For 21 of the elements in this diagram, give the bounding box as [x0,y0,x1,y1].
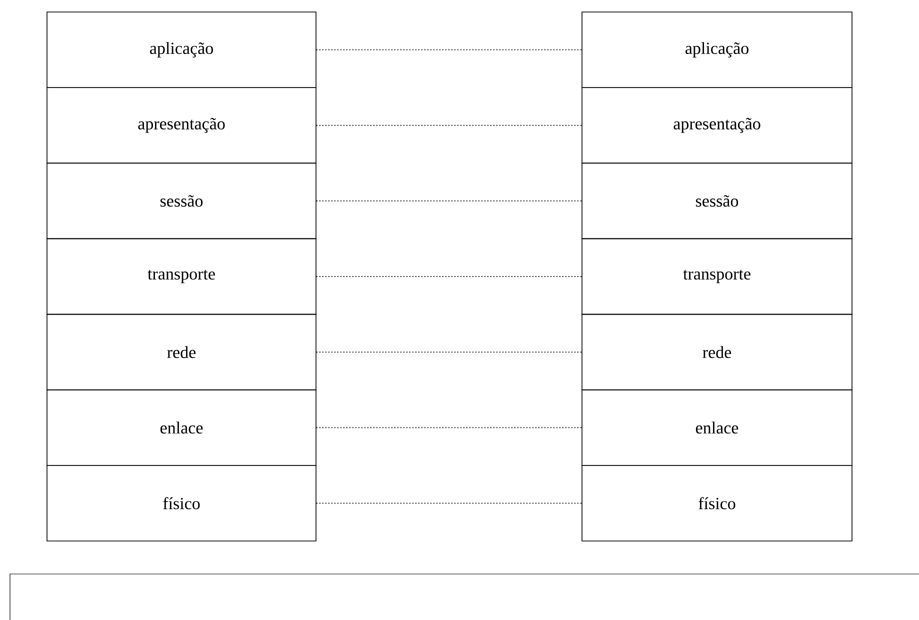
dotted-line [316,124,582,126]
layer-box: apresentação [582,87,852,164]
layer-box: transporte [46,238,316,315]
layer-box: transporte [582,238,852,315]
layer-box: sessão [582,162,852,240]
dotted-line [316,427,582,428]
layer-box: enlace [582,389,852,466]
layer-box: sessão [46,162,316,240]
layer-box: físico [46,465,316,542]
layer-box: aplicação [46,12,316,88]
layer-box: apresentação [46,87,316,164]
dotted-line [316,502,582,504]
dotted-line [316,352,582,353]
dotted-line [316,276,582,277]
layer-box: físico [582,465,852,542]
dotted-line [316,200,582,202]
layer-box: aplicação [582,12,852,88]
layer-box: rede [582,314,852,390]
dotted-line [316,49,582,50]
layer-box: enlace [46,389,316,466]
layer-box: rede [46,314,316,390]
